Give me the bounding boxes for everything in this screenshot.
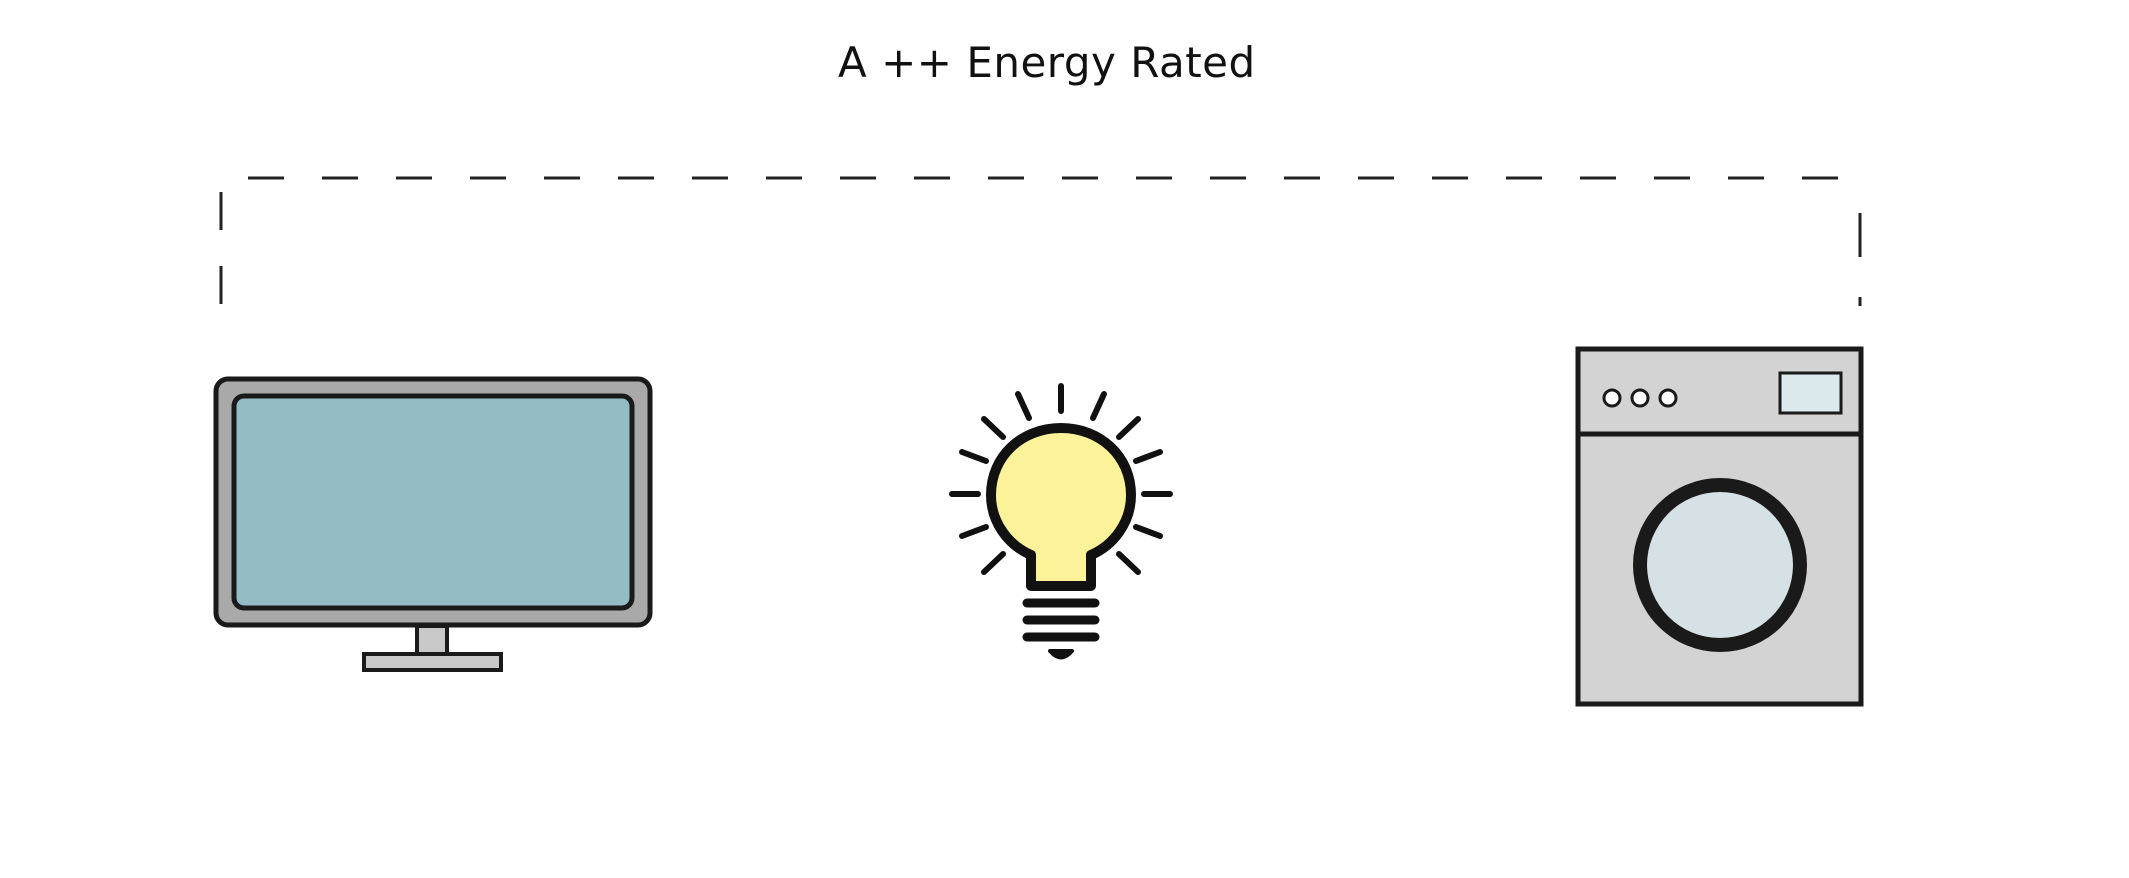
washing-machine-icon bbox=[1575, 346, 1864, 707]
television-icon bbox=[213, 376, 653, 672]
diagram-title: A ++ Energy Rated bbox=[838, 38, 1256, 87]
bulb-tip bbox=[1048, 649, 1074, 660]
light-rays bbox=[949, 383, 1173, 575]
washer-buttons bbox=[1602, 388, 1678, 408]
washer-door-glass bbox=[1647, 492, 1793, 638]
lightbulb-icon bbox=[949, 383, 1173, 660]
washer-display bbox=[1778, 371, 1843, 415]
bulb-glass bbox=[986, 423, 1136, 591]
dashed-connector bbox=[219, 176, 1862, 306]
bulb-base bbox=[1022, 598, 1100, 642]
